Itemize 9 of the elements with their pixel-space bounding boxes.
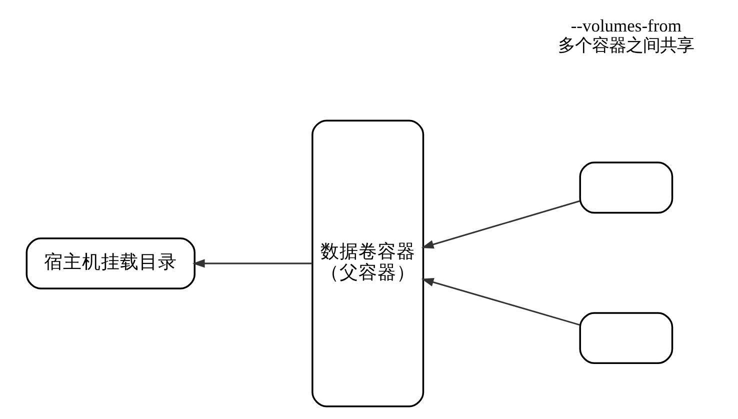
label: --volumes-from — [570, 15, 682, 36]
arrow — [192, 259, 312, 268]
node-box — [579, 312, 674, 364]
arrow — [421, 200, 580, 249]
node-box: 宿主机挂载目录 — [26, 238, 196, 290]
arrow — [421, 278, 580, 326]
node-box: 数据卷容器 （父容器） — [312, 120, 424, 408]
node-box — [579, 162, 674, 214]
label: 多个容器之间共享 — [558, 35, 694, 56]
